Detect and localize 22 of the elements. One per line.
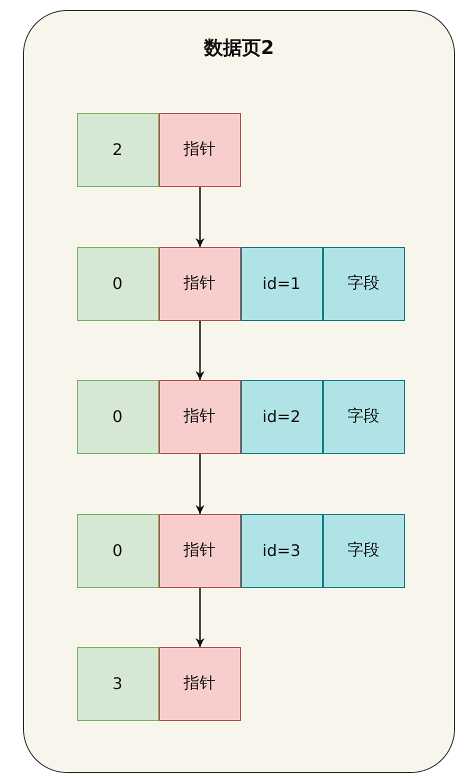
table-cell: id=2 bbox=[240, 380, 322, 454]
table-cell: 0 bbox=[76, 246, 158, 320]
table-cell: 字段 bbox=[322, 246, 404, 320]
table-cell: 字段 bbox=[322, 514, 404, 588]
arrow bbox=[195, 454, 204, 514]
table-cell: 2 bbox=[76, 112, 158, 186]
arrow bbox=[195, 320, 204, 380]
table-cell: 字段 bbox=[322, 380, 404, 454]
table-cell: id=3 bbox=[240, 514, 322, 588]
table-cell: 3 bbox=[76, 646, 158, 720]
table-cell: 指针 bbox=[158, 246, 240, 320]
arrow bbox=[195, 186, 204, 246]
table-cell: 指针 bbox=[158, 380, 240, 454]
table-cell: 0 bbox=[76, 514, 158, 588]
data-page-container bbox=[23, 10, 455, 773]
table-cell: id=1 bbox=[240, 246, 322, 320]
arrow bbox=[195, 588, 204, 646]
page-title: 数据页2 bbox=[202, 36, 276, 61]
table-cell: 指针 bbox=[158, 646, 240, 720]
table-cell: 指针 bbox=[158, 112, 240, 186]
table-cell: 0 bbox=[76, 380, 158, 454]
table-cell: 指针 bbox=[158, 514, 240, 588]
